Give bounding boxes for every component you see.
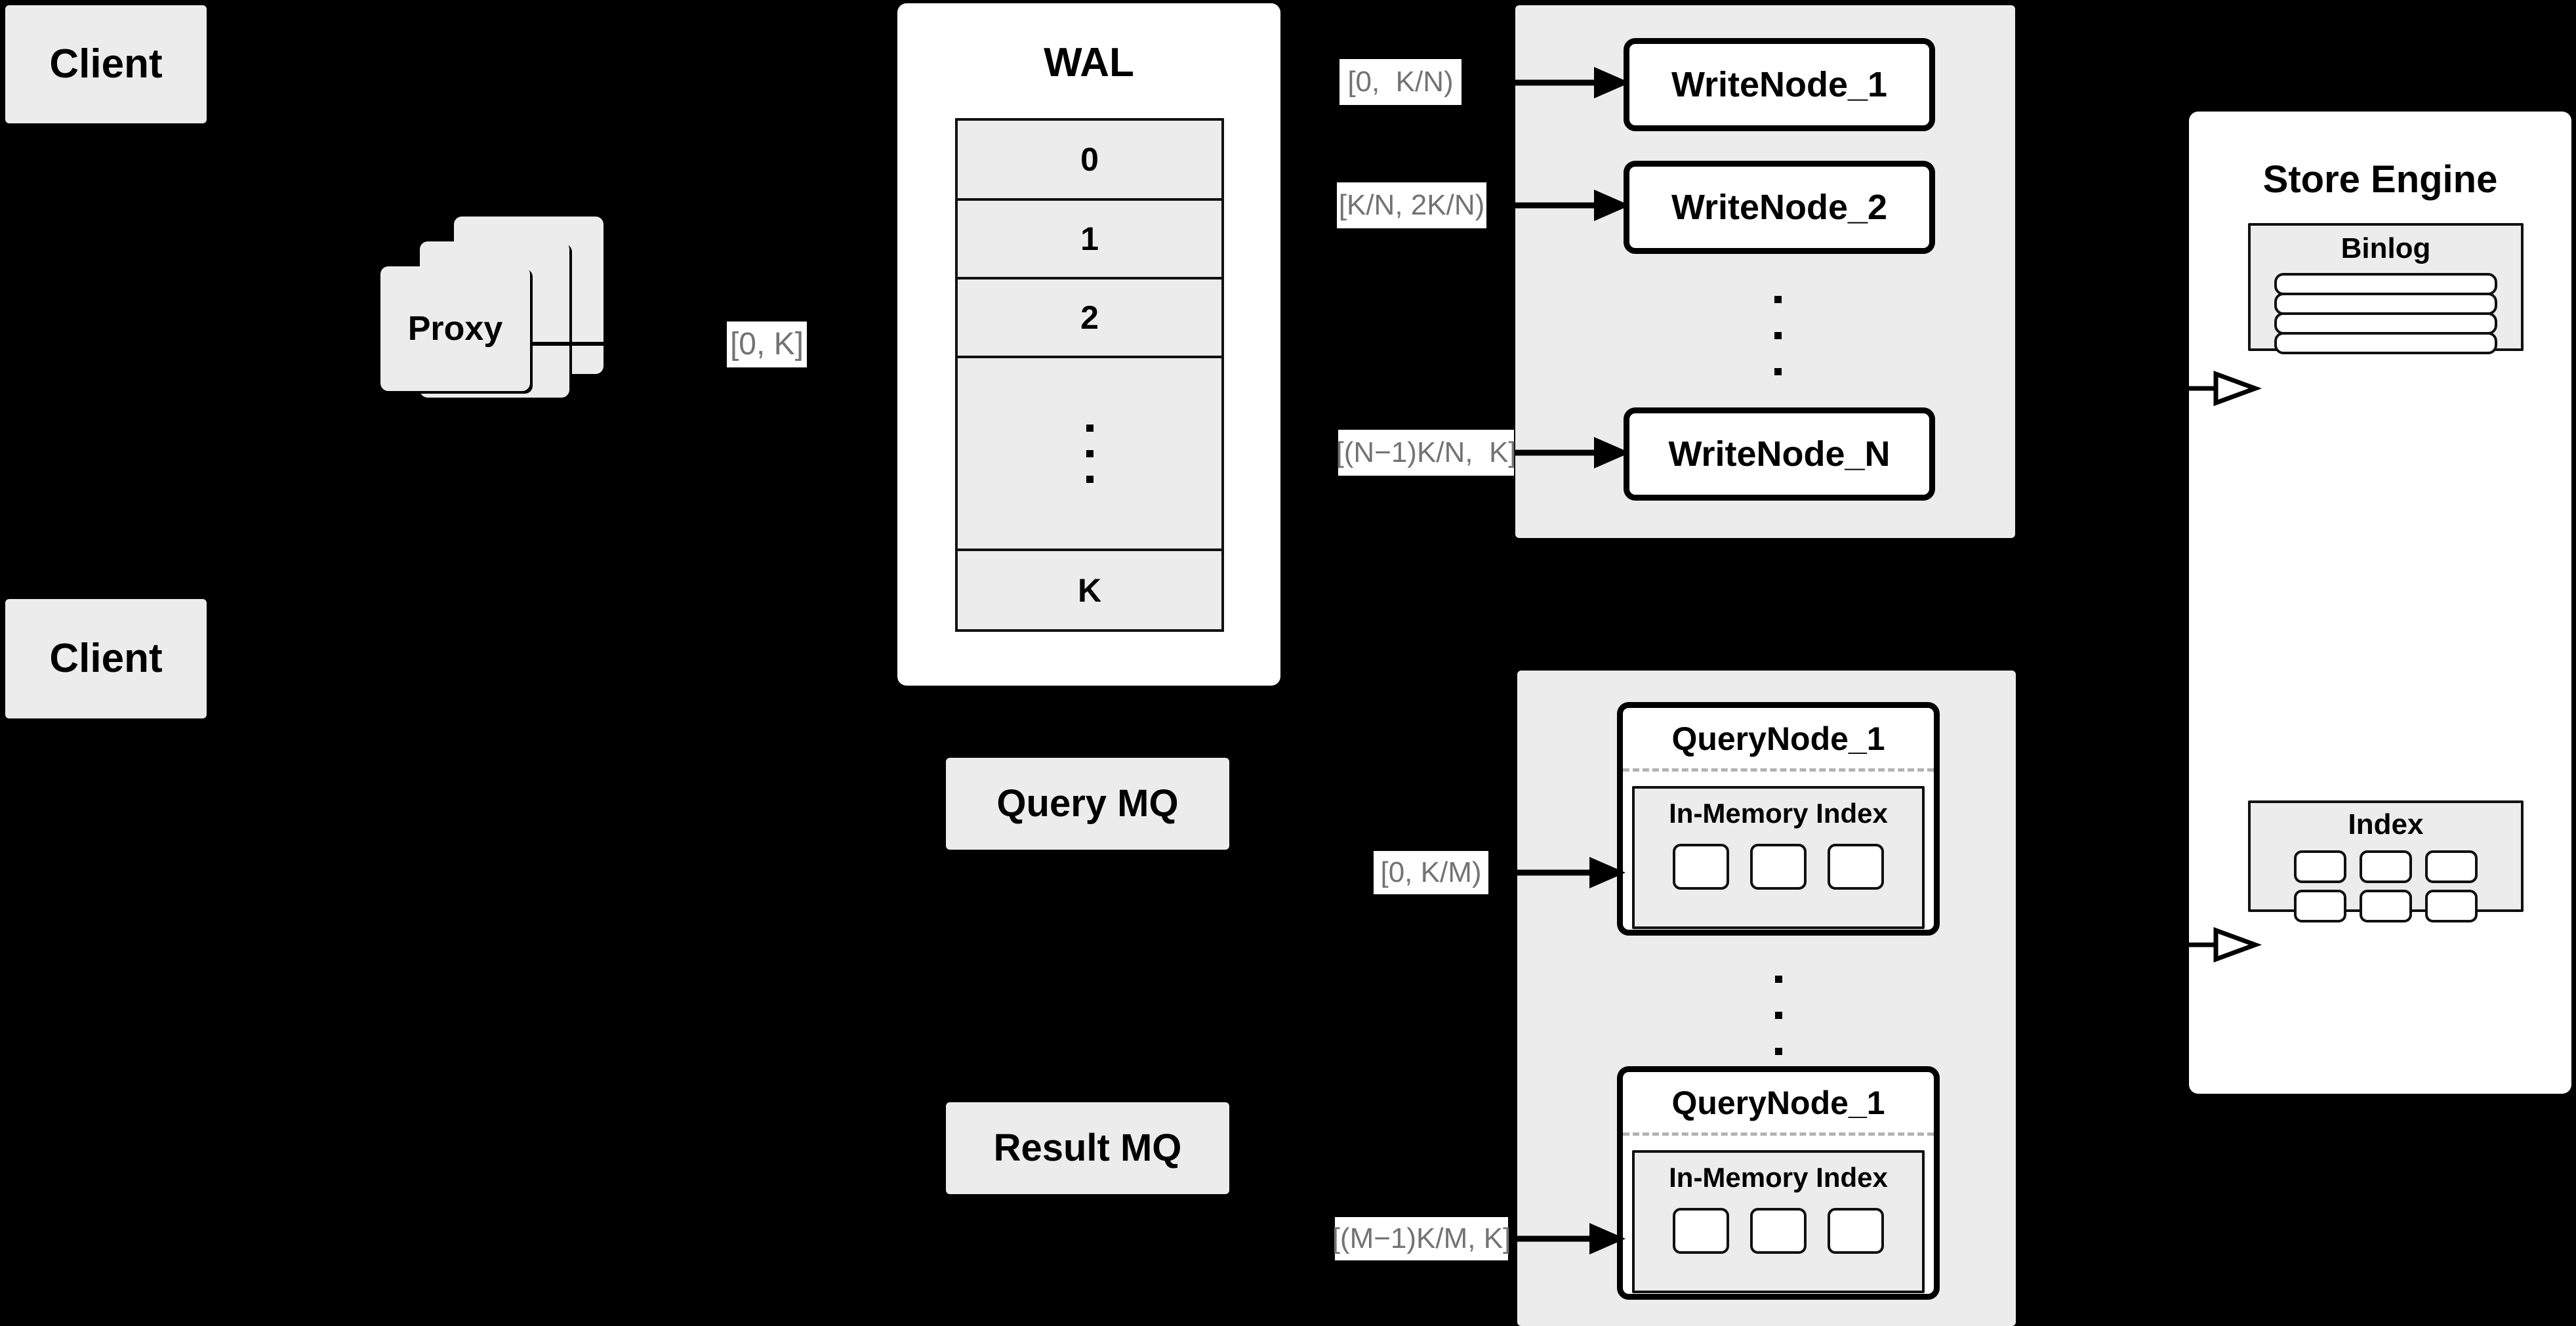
writenode-box-n[interactable]: WriteNode_N bbox=[1624, 407, 1935, 501]
index-title: Index bbox=[2348, 808, 2424, 840]
range-label-writenode-n: [(N−1)K/N, K] bbox=[1336, 430, 1517, 476]
writenode-label-2: WriteNode_2 bbox=[1671, 188, 1888, 227]
index-cell bbox=[2360, 890, 2412, 922]
binlog-row bbox=[2274, 293, 2497, 315]
wal-row-ellipsis bbox=[955, 358, 1224, 551]
ellipsis-dot bbox=[1086, 449, 1094, 457]
proxy-card-front[interactable]: Proxy bbox=[380, 266, 530, 391]
store-engine-panel: Store Engine Binlog Index bbox=[2189, 112, 2571, 1094]
arrow-to-querynode-2 bbox=[1517, 1223, 1625, 1254]
wal-rows: 0 1 2 K bbox=[955, 118, 1224, 633]
wal-row-label-0: 0 bbox=[1080, 141, 1099, 178]
wal-row-k: K bbox=[955, 551, 1224, 632]
writenode-ellipsis bbox=[1751, 273, 1804, 398]
index-cell bbox=[2425, 850, 2478, 883]
query-mq-box[interactable]: Query MQ bbox=[946, 758, 1229, 850]
writenode-label-n: WriteNode_N bbox=[1668, 434, 1891, 474]
write-cluster-panel: WriteNode_1 WriteNode_2 WriteNode_N bbox=[1515, 5, 2015, 538]
ellipsis-dot bbox=[1086, 475, 1094, 483]
client-label-1: Client bbox=[49, 41, 163, 87]
wal-row-label-k: K bbox=[1077, 571, 1102, 609]
range-label-querynode-2: [(M−1)K/M, K] bbox=[1332, 1217, 1511, 1260]
client-label-2: Client bbox=[49, 636, 163, 682]
range-label-writenode-1: [0, K/N) bbox=[1339, 59, 1462, 105]
arrow-to-writenode-n bbox=[1515, 437, 1630, 468]
wal-title: WAL bbox=[1044, 40, 1134, 85]
ellipsis-dot bbox=[1774, 367, 1782, 375]
ellipsis-dot bbox=[1774, 1011, 1782, 1019]
wal-row-1: 1 bbox=[955, 201, 1224, 280]
index-cell bbox=[1673, 1208, 1729, 1254]
querynode-label-2: QueryNode_1 bbox=[1671, 1085, 1885, 1121]
arrow-to-binlog bbox=[2178, 370, 2262, 407]
client-box-1[interactable]: Client bbox=[5, 5, 207, 123]
index-cell bbox=[2294, 850, 2346, 883]
ellipsis-dot bbox=[1774, 975, 1782, 983]
ellipsis-dot bbox=[1086, 424, 1094, 432]
index-box: Index bbox=[2248, 800, 2524, 922]
store-engine-title: Store Engine bbox=[2262, 158, 2498, 201]
binlog-title: Binlog bbox=[2341, 232, 2431, 264]
arrow-to-querynode-1 bbox=[1517, 857, 1625, 888]
ellipsis-dot bbox=[1774, 1047, 1782, 1055]
writenode-box-2[interactable]: WriteNode_2 bbox=[1624, 161, 1935, 254]
binlog-row bbox=[2274, 312, 2497, 335]
range-label-writenode-2: [K/N, 2K/N) bbox=[1337, 182, 1486, 228]
querynode-separator-1 bbox=[1623, 768, 1934, 772]
querynode-ellipsis bbox=[1752, 953, 1805, 1077]
in-memory-index-box-2: In-Memory Index bbox=[1632, 1150, 1925, 1293]
writenode-label-1: WriteNode_1 bbox=[1671, 65, 1888, 104]
index-cell bbox=[1750, 844, 1807, 890]
index-cell bbox=[1828, 1208, 1884, 1254]
wal-row-2: 2 bbox=[955, 280, 1224, 358]
binlog-row bbox=[2274, 273, 2497, 295]
index-cell bbox=[1828, 844, 1884, 890]
querynode-separator-2 bbox=[1623, 1132, 1934, 1136]
querynode-label-1: QueryNode_1 bbox=[1671, 720, 1885, 757]
index-cell bbox=[2425, 890, 2478, 922]
proxy-to-wal-connector bbox=[530, 342, 615, 346]
in-memory-index-title-1: In-Memory Index bbox=[1669, 798, 1888, 829]
client-box-2[interactable]: Client bbox=[5, 599, 207, 718]
proxy-label: Proxy bbox=[407, 309, 503, 348]
query-mq-label: Query MQ bbox=[996, 781, 1179, 825]
arrow-to-index bbox=[2178, 926, 2262, 963]
writenode-box-1[interactable]: WriteNode_1 bbox=[1624, 38, 1935, 131]
result-mq-box[interactable]: Result MQ bbox=[946, 1102, 1229, 1194]
range-label-querynode-1: [0, K/M) bbox=[1374, 851, 1488, 894]
in-memory-index-title-2: In-Memory Index bbox=[1669, 1162, 1888, 1193]
querynode-box-2[interactable]: QueryNode_1 In-Memory Index bbox=[1617, 1066, 1940, 1300]
binlog-row bbox=[2274, 332, 2497, 354]
index-cell bbox=[2360, 850, 2412, 883]
proxy-stack[interactable]: Proxy bbox=[380, 217, 643, 440]
arrow-to-writenode-2 bbox=[1515, 190, 1630, 221]
range-label-write-0-k: [0, K] bbox=[727, 321, 807, 367]
ellipsis-dot bbox=[1774, 331, 1782, 339]
binlog-box: Binlog bbox=[2248, 223, 2524, 354]
result-mq-label: Result MQ bbox=[993, 1126, 1182, 1169]
wal-panel: WAL 0 1 2 K bbox=[897, 3, 1280, 686]
arrow-to-writenode-1 bbox=[1515, 67, 1630, 98]
querynode-box-1[interactable]: QueryNode_1 In-Memory Index bbox=[1617, 702, 1940, 936]
wal-row-0: 0 bbox=[955, 118, 1224, 201]
wal-row-label-2: 2 bbox=[1080, 299, 1099, 336]
index-cell bbox=[1673, 844, 1729, 890]
index-cell bbox=[2294, 890, 2346, 922]
in-memory-index-box-1: In-Memory Index bbox=[1632, 786, 1925, 929]
index-cell bbox=[1750, 1208, 1807, 1254]
wal-row-label-1: 1 bbox=[1080, 220, 1099, 257]
query-cluster-panel: QueryNode_1 In-Memory Index QueryNode_1 bbox=[1517, 671, 2016, 1326]
ellipsis-dot bbox=[1774, 295, 1782, 303]
